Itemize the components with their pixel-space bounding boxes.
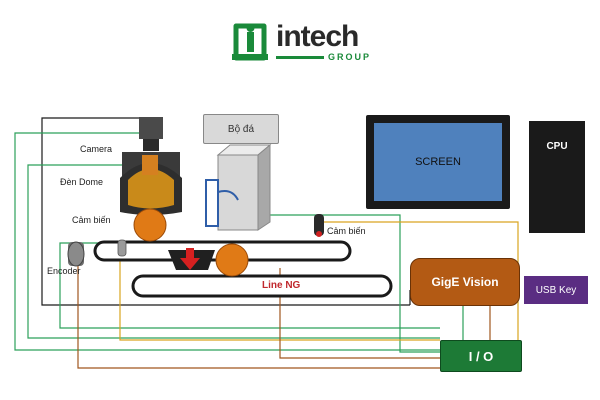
cpu-label: CPU [546, 141, 568, 152]
reject-label-box: Bộ đá [203, 114, 279, 144]
reject-pusher-icon [205, 143, 272, 231]
logo-group: GROUP [328, 52, 372, 62]
usb-key-box: USB Key [524, 276, 588, 304]
logo: intech GROUP [228, 20, 378, 66]
gige-vision-label: GigE Vision [431, 275, 499, 289]
gige-vision-box: GigE Vision [410, 258, 520, 306]
usb-key-label: USB Key [535, 284, 577, 296]
dome-light-icon [120, 152, 182, 215]
product-ball-icon [215, 243, 249, 277]
cpu-box: CPU [529, 121, 585, 233]
sensor-icon [314, 214, 324, 237]
logo-underline [276, 56, 324, 59]
screen-label: SCREEN [415, 156, 461, 168]
camera-label: Camera [80, 144, 113, 154]
down-arrow-icon [180, 248, 200, 270]
sensor-icon [117, 239, 127, 257]
screen-display: SCREEN [374, 123, 502, 201]
reject-label: Bộ đá [227, 123, 255, 135]
io-module-box: I / O [440, 340, 522, 372]
sensor-left-label: Cảm biến [72, 215, 111, 225]
dome-label: Đèn Dome [60, 177, 104, 187]
line-ng-label: Line NG [262, 280, 301, 291]
ng-conveyor [131, 274, 393, 298]
logo-wordmark: intech [276, 20, 359, 53]
wire-green [14, 132, 464, 353]
logo-mark-icon [232, 23, 268, 61]
encoder-label: Encoder [47, 266, 81, 276]
io-module-label: I / O [468, 348, 494, 364]
encoder-icon [67, 241, 85, 267]
screen-monitor: SCREEN [366, 115, 510, 209]
product-ball-icon [133, 208, 167, 242]
wire-brown [77, 265, 491, 369]
camera-icon [139, 117, 163, 151]
sensor-right-label: Cảm biến [327, 226, 366, 236]
